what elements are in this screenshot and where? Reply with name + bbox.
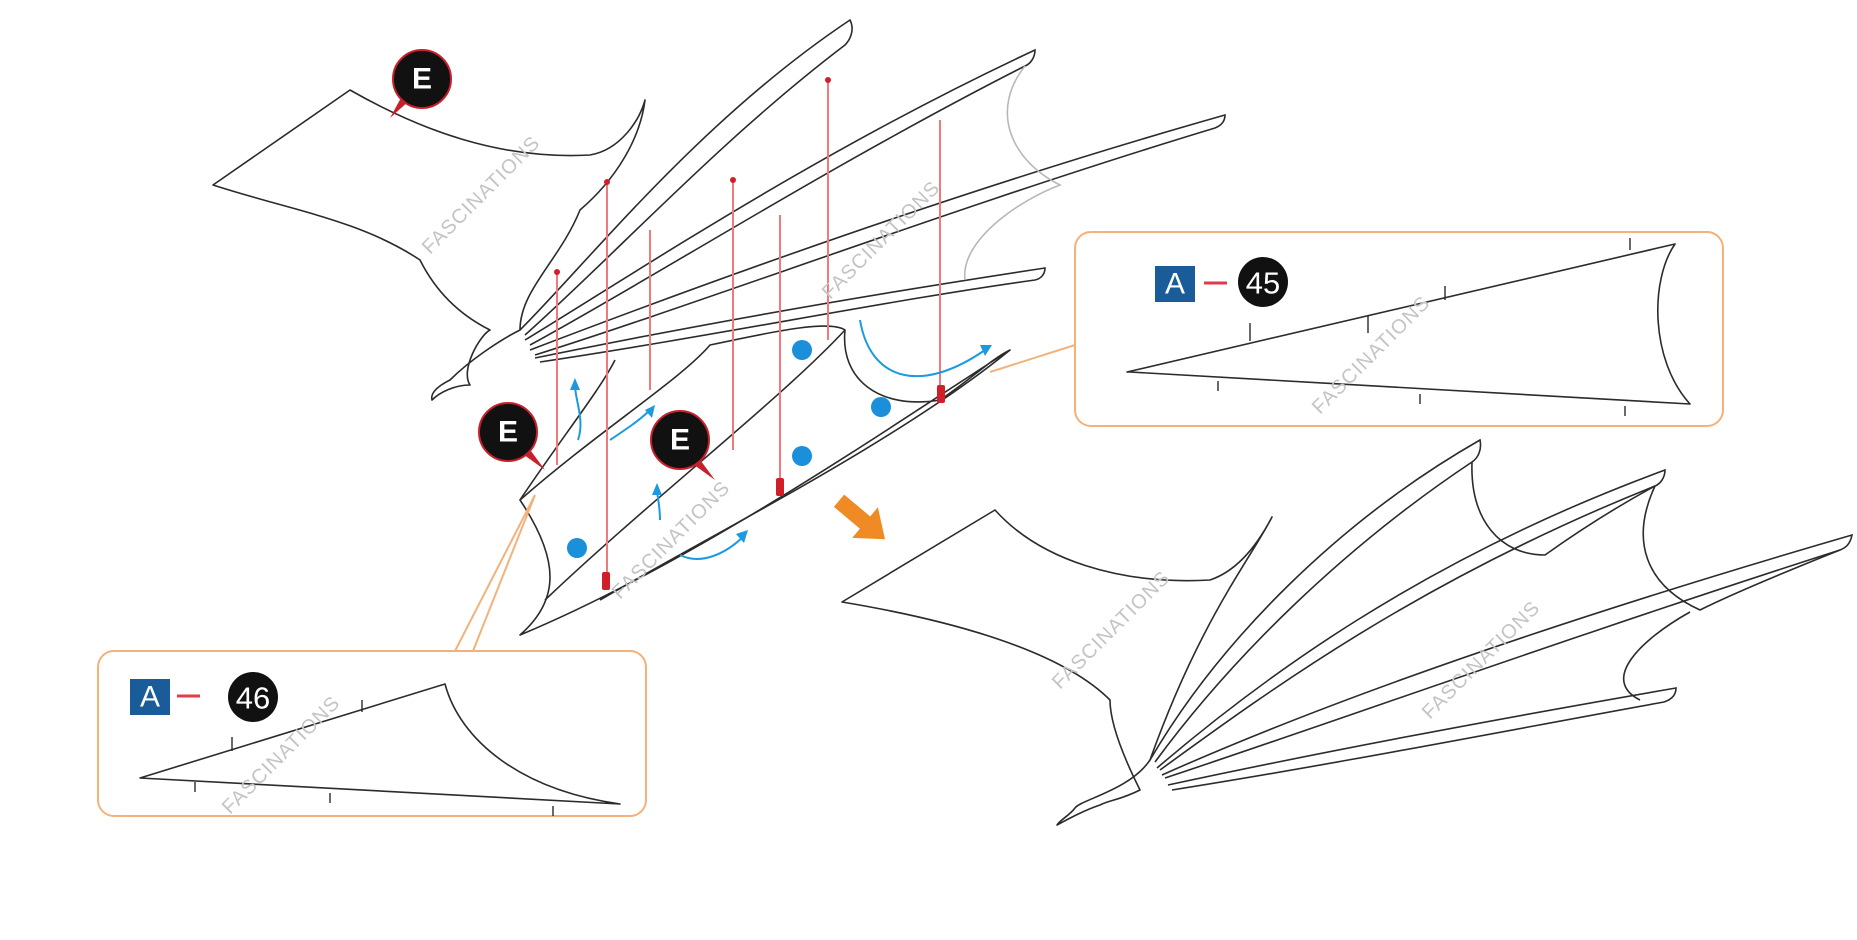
assembled-wing: FASCINATIONS FASCINATIONS bbox=[842, 440, 1852, 825]
arrow-down-right-icon bbox=[826, 485, 898, 554]
assembled-wing-body bbox=[842, 510, 1272, 825]
badge-label: E bbox=[670, 424, 690, 457]
slot bbox=[776, 478, 784, 496]
assembled-membrane bbox=[1472, 462, 1840, 700]
exploded-wing-assembly: E E E FASCINATIONS FASCINATIONS FASCINAT… bbox=[213, 20, 1225, 635]
assembled-rib-2 bbox=[1157, 470, 1665, 770]
motion-arrow bbox=[860, 320, 985, 376]
dot-icon bbox=[871, 397, 891, 417]
watermark: FASCINATIONS bbox=[818, 177, 945, 304]
badge-label: E bbox=[498, 416, 518, 449]
step-badge-e-top: E bbox=[390, 50, 451, 118]
motion-arrow bbox=[575, 385, 580, 440]
watermark: FASCINATIONS bbox=[1418, 597, 1545, 724]
part-letter: A bbox=[140, 681, 160, 714]
part-letter: A bbox=[1165, 268, 1185, 301]
slot bbox=[825, 77, 831, 83]
part-number: 45 bbox=[1246, 266, 1280, 301]
callout-leader bbox=[990, 345, 1075, 372]
part-number: 46 bbox=[236, 681, 270, 716]
arrowhead bbox=[980, 345, 992, 356]
slot bbox=[554, 269, 560, 275]
dot-icon bbox=[792, 340, 812, 360]
arrowhead bbox=[570, 378, 580, 390]
badge-label: E bbox=[412, 63, 432, 96]
slot bbox=[730, 177, 736, 183]
assembled-rib-3 bbox=[1162, 535, 1852, 778]
callout-part-45: A 45 FASCINATIONS bbox=[990, 232, 1723, 426]
callout-leader bbox=[455, 495, 535, 651]
base-membrane-edge bbox=[965, 66, 1060, 280]
slot bbox=[604, 179, 610, 185]
step-badge-e-left: E bbox=[479, 403, 545, 470]
dot-icon bbox=[792, 446, 812, 466]
dot-icon bbox=[567, 538, 587, 558]
slot bbox=[937, 385, 945, 403]
